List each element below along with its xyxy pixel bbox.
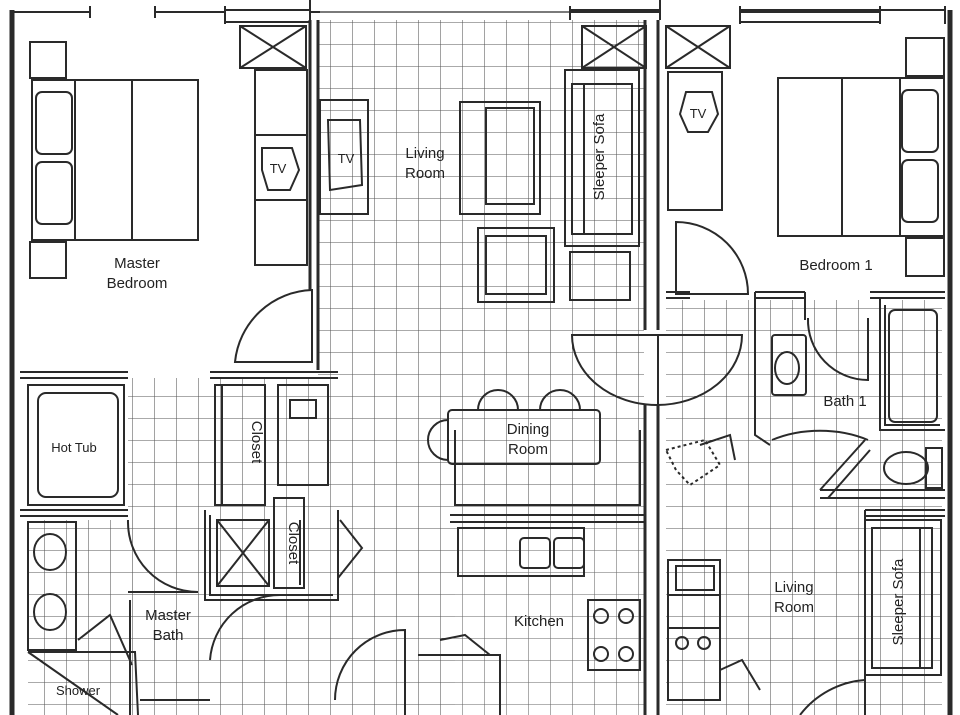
coffee-table — [459, 101, 541, 215]
master-closet-doors — [214, 384, 364, 589]
label-living-room-bottom-1: Living — [774, 579, 813, 596]
chairs-living — [477, 227, 631, 303]
dining-table — [427, 389, 641, 506]
kitchenette-right — [664, 433, 736, 701]
bedroom1-door — [675, 220, 750, 295]
tile-floors — [28, 20, 942, 715]
label-living-room-bottom-2: Room — [774, 599, 814, 616]
bath1-fixtures — [771, 309, 943, 489]
label-living-room-top-2: Room — [405, 165, 445, 182]
label-master-bedroom-2: Bedroom — [107, 275, 168, 292]
label-tv-master: TV — [270, 161, 287, 176]
bedroom1-closet — [665, 25, 731, 211]
label-hot-tub: Hot Tub — [51, 440, 97, 455]
label-master-bath-2: Bath — [153, 627, 184, 644]
entry-doors — [570, 334, 744, 406]
master-bed — [29, 41, 199, 279]
sleeper-sofa-bottom — [719, 519, 942, 715]
living-tv-cabinet — [319, 99, 369, 215]
label-shower: Shower — [56, 683, 101, 698]
master-door — [233, 288, 313, 363]
label-living-room-top-1: Living — [405, 145, 444, 162]
master-closet — [239, 25, 308, 266]
top-right-closet — [581, 25, 647, 69]
label-closet-2: Closet — [285, 522, 302, 565]
outer-walls — [9, 0, 953, 715]
label-closet-1: Closet — [248, 421, 265, 464]
label-master-bath-1: Master — [145, 607, 191, 624]
label-master-bedroom-1: Master — [114, 255, 160, 272]
label-bedroom-1: Bedroom 1 — [799, 257, 872, 274]
master-bath-fixtures — [27, 519, 281, 715]
label-dining-1: Dining — [507, 421, 550, 438]
hot-tub — [27, 384, 125, 506]
label-bath-1: Bath 1 — [823, 393, 866, 410]
label-sleeper-sofa-bottom: Sleeper Sofa — [890, 558, 907, 645]
kitchen-counter — [334, 527, 641, 715]
label-kitchen: Kitchen — [514, 613, 564, 630]
bedroom1-bed — [777, 37, 945, 277]
label-tv-living: TV — [338, 151, 355, 166]
label-tv-bedroom1: TV — [690, 106, 707, 121]
label-sleeper-sofa-top: Sleeper Sofa — [591, 113, 608, 200]
sleeper-sofa-top — [564, 69, 640, 247]
room-labels: Master Bedroom Living Room Sleeper Sofa … — [51, 106, 907, 698]
label-dining-2: Room — [508, 441, 548, 458]
